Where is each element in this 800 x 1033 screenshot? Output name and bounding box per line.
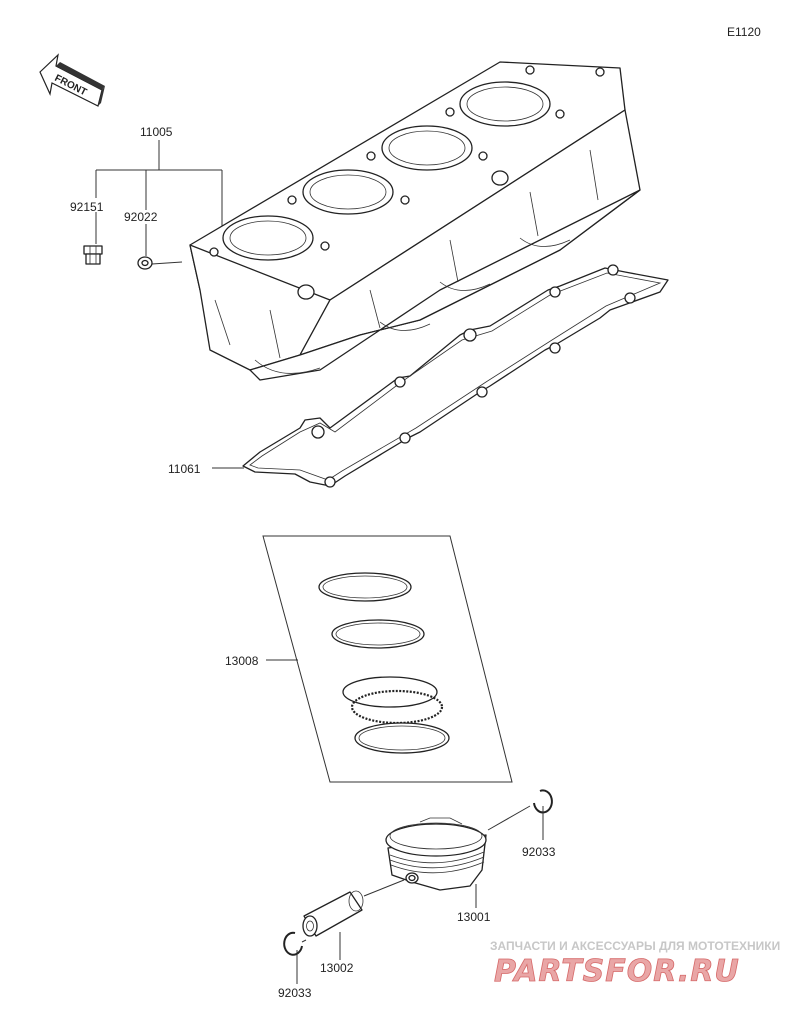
watermark-tagline: ЗАПЧАСТИ И АКСЕССУАРЫ ДЛЯ МОТОТЕХНИКИ [490,939,780,953]
cylinder-block [189,61,641,381]
label-13008: 13008 [225,654,259,668]
head-gasket [242,264,669,488]
label-92022: 92022 [124,210,158,224]
label-13002: 13002 [320,961,354,975]
label-11005: 11005 [140,125,173,139]
washer-92022 [137,256,153,270]
label-92033-right: 92033 [522,845,556,859]
circlip-left [283,931,307,984]
bolt-92151 [83,245,103,265]
piston-ring-set-box [262,535,513,783]
front-arrow-icon: FRONT [39,53,105,107]
label-13001: 13001 [457,910,491,924]
circlip-right [487,789,553,840]
leader-11005 [95,140,223,265]
label-11061: 11061 [168,462,201,476]
piston-pin [302,879,405,960]
label-92033-left: 92033 [278,986,312,1000]
watermark-logo: PARTSFOR.RU [494,954,740,989]
piston [385,817,487,908]
diagram-code: E1120 [727,25,761,39]
label-92151: 92151 [70,200,104,214]
